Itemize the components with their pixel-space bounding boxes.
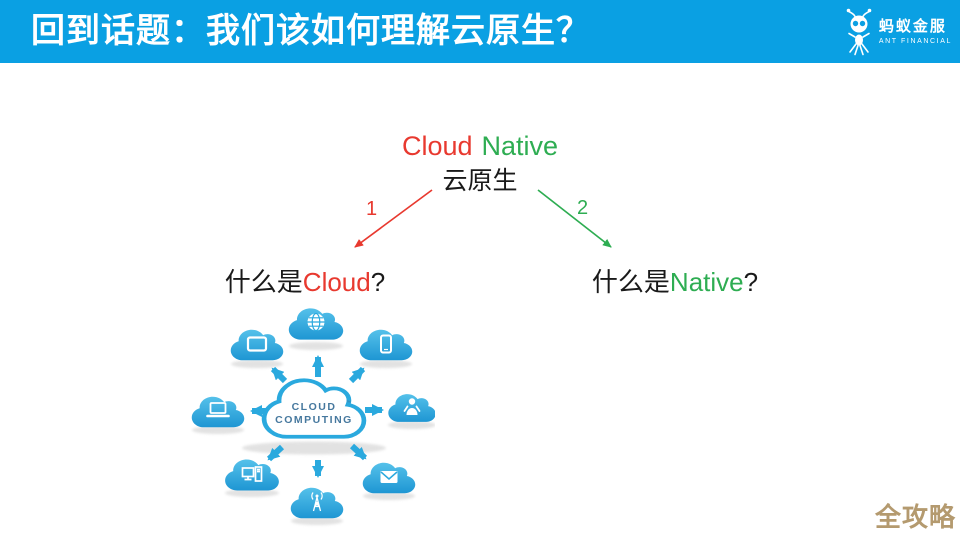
logo-text: 蚂蚁金服 ANT FINANCIAL <box>879 19 952 45</box>
cloud-computing-illustration: CLOUD COMPUTING ™ <box>191 308 435 525</box>
watermark: 全攻略 <box>874 502 956 532</box>
header-bar: 回到话题：我们该如何理解云原生？ 蚂蚁金服 ANT FINANCIAL <box>0 0 960 63</box>
q-right-keyword: Native <box>669 267 744 297</box>
laptop-icon <box>206 402 230 418</box>
native-word: Native <box>481 131 558 161</box>
branch-number-1: 1 <box>366 198 378 220</box>
cloud-shadows <box>192 342 435 525</box>
logo-name-en: ANT FINANCIAL <box>878 38 952 45</box>
ant-mascot-icon <box>846 8 872 56</box>
ant-financial-logo: 蚂蚁金服 ANT FINANCIAL <box>843 5 952 59</box>
branch-number-2: 2 <box>577 197 589 219</box>
branch-arrows <box>354 189 612 248</box>
antenna-icon <box>311 492 323 512</box>
q-left-prefix: 什么是 <box>224 267 303 297</box>
cloud-word: Cloud <box>402 131 473 161</box>
trademark-symbol: ™ <box>346 400 351 406</box>
q-left-keyword: Cloud <box>302 267 371 297</box>
mail-icon <box>380 471 398 483</box>
smartphone-icon <box>380 334 392 354</box>
q-right-prefix: 什么是 <box>591 267 670 297</box>
globe-icon <box>307 312 325 332</box>
branch-arrow-left <box>354 189 433 248</box>
screen-icon <box>246 336 268 352</box>
q-left-suffix: ? <box>370 267 386 297</box>
slide-title: 回到话题：我们该如何理解云原生？ <box>31 12 591 50</box>
central-cloud-label-line2: COMPUTING <box>275 414 353 426</box>
person-icon <box>403 398 421 415</box>
question-what-is-native: 什么是Native? <box>520 262 830 299</box>
q-right-suffix: ? <box>743 267 759 297</box>
central-cloud-label-line1: CLOUD <box>292 401 337 413</box>
logo-name-cn: 蚂蚁金服 <box>878 18 947 35</box>
question-what-is-cloud: 什么是Cloud? <box>150 262 460 299</box>
workstation-icon <box>241 466 263 482</box>
branch-arrow-right <box>537 189 612 248</box>
radiating-arrows <box>250 355 384 478</box>
concept-root-cn: 云原生 <box>442 167 518 195</box>
concept-root-en: Cloud Native <box>0 131 960 162</box>
